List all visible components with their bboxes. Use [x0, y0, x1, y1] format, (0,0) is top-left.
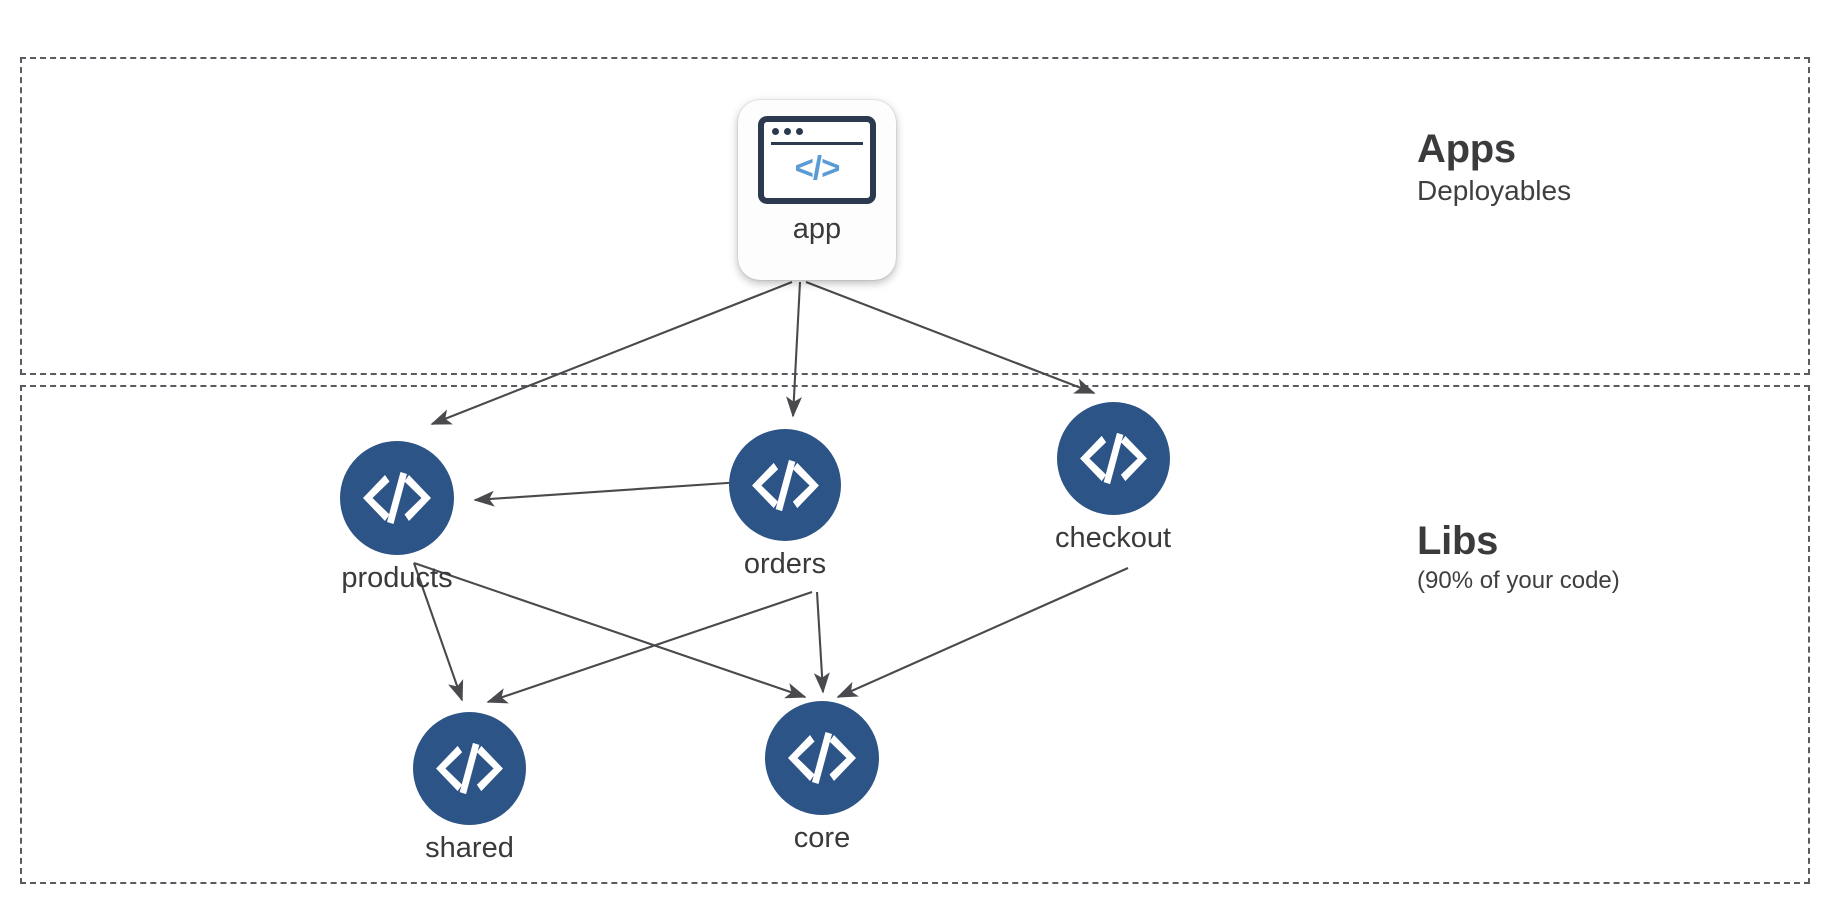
zone-libs-label: Libs (90% of your code): [1417, 520, 1620, 594]
zone-apps-boundary: [20, 57, 1810, 375]
zone-apps-title: Apps: [1417, 127, 1516, 171]
code-icon: [1056, 402, 1170, 515]
zone-apps-label: Apps Deployables: [1417, 128, 1571, 207]
code-icon: [413, 712, 526, 825]
node-app[interactable]: </> app: [738, 100, 896, 280]
zone-libs-title: Libs: [1417, 519, 1499, 563]
node-products-label: products: [341, 562, 453, 594]
browser-titlebar-rule: [771, 142, 863, 145]
code-icon: [340, 441, 454, 555]
node-products[interactable]: products: [340, 441, 454, 593]
node-core[interactable]: core: [765, 701, 879, 853]
node-checkout[interactable]: checkout: [1055, 402, 1171, 553]
browser-code-icon: </>: [758, 116, 876, 204]
node-core-label: core: [793, 822, 851, 854]
code-icon: [729, 429, 841, 541]
node-app-label: app: [792, 213, 842, 245]
code-icon: [765, 701, 879, 815]
code-glyph: </>: [794, 148, 841, 186]
node-shared[interactable]: shared: [413, 712, 526, 863]
node-checkout-label: checkout: [1055, 522, 1172, 554]
node-shared-label: shared: [425, 832, 514, 864]
node-orders[interactable]: orders: [729, 429, 841, 579]
browser-dots-icon: [772, 128, 803, 135]
node-orders-label: orders: [743, 548, 827, 580]
zone-apps-subtitle: Deployables: [1417, 175, 1572, 206]
zone-libs-subtitle: (90% of your code): [1417, 567, 1620, 594]
zone-libs-boundary: [20, 385, 1810, 884]
